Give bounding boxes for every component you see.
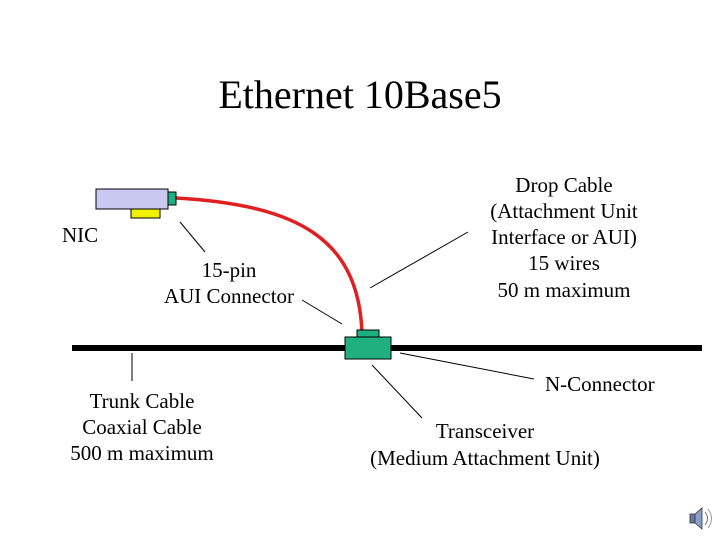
leader-n-connector: [399, 352, 535, 380]
transceiver-label-line: (Medium Attachment Unit): [370, 446, 600, 470]
leader-drop-cable: [369, 231, 469, 289]
drop-cable-label-line: Drop Cable: [515, 173, 613, 197]
trunk-cable-label-line: Trunk Cable: [89, 389, 195, 413]
drop-cable-label-line: 15 wires: [528, 251, 600, 275]
transceiver-label-line: Transceiver: [435, 419, 535, 443]
transceiver-body: [344, 336, 392, 360]
trunk-cable-label-line: Coaxial Cable: [82, 415, 202, 439]
aui-connector-plug: [167, 191, 177, 206]
nic-chip: [130, 208, 161, 219]
speaker-icon[interactable]: [689, 507, 712, 530]
drop-cable-label-line: (Attachment Unit: [490, 199, 638, 223]
n-connector-label: N-Connector: [545, 372, 655, 396]
trunk-cable-label-line: 500 m maximum: [70, 441, 214, 465]
nic-label: NIC: [62, 223, 99, 247]
aui-connector-label-line: AUI Connector: [163, 284, 295, 308]
slide-title: Ethernet 10Base5: [218, 72, 502, 117]
aui-connector-label-line: 15-pin: [201, 258, 257, 282]
drop-cable: [175, 196, 364, 333]
nic-card: [95, 188, 169, 210]
drop-cable-label-line: 50 m maximum: [497, 278, 631, 302]
leader-aui: [179, 221, 206, 253]
drop-cable-label-line: Interface or AUI): [491, 225, 637, 249]
leader-transceiver: [371, 364, 423, 419]
leader-aui-2: [301, 299, 343, 325]
